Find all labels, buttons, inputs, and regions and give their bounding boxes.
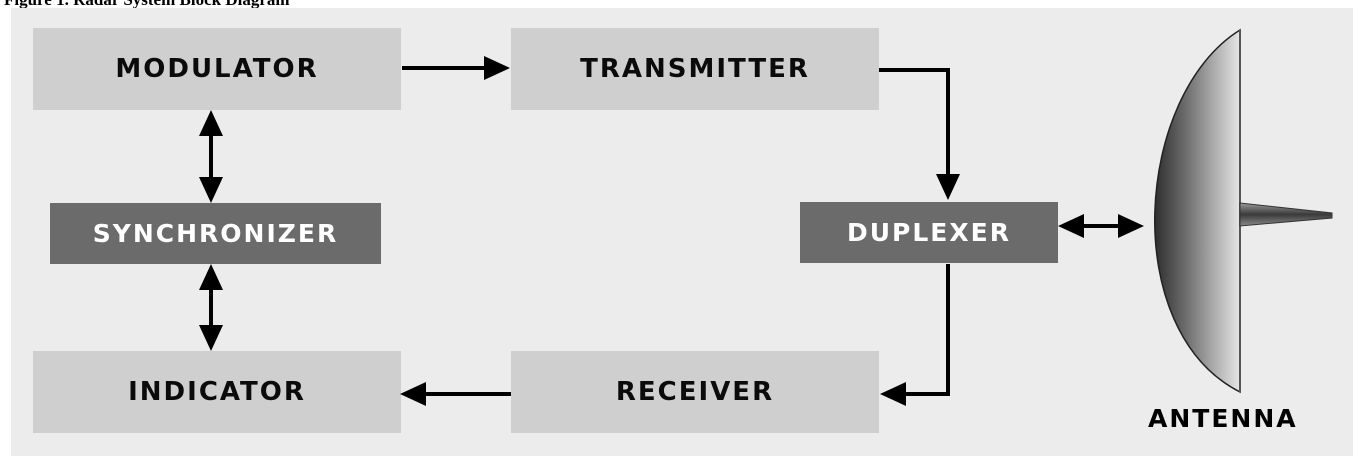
arrow-transmitter-to-duplexer <box>879 68 960 200</box>
arrow-duplexer-antenna <box>1058 214 1144 238</box>
arrow-modulator-to-transmitter <box>402 56 510 80</box>
arrow-synchronizer-indicator <box>199 264 223 351</box>
duplexer-block: DUPLEXER <box>800 202 1058 263</box>
synchronizer-block: SYNCHRONIZER <box>50 203 381 264</box>
indicator-block: INDICATOR <box>33 351 401 433</box>
arrow-modulator-synchronizer <box>199 110 223 203</box>
transmitter-block: TRANSMITTER <box>511 28 879 110</box>
receiver-block: RECEIVER <box>511 351 879 433</box>
antenna-dish-icon <box>1154 28 1333 394</box>
figure-caption: Figure 1. Radar System Block Diagram <box>4 0 290 9</box>
arrow-receiver-to-indicator <box>400 382 511 406</box>
antenna-label: ANTENNA <box>1148 404 1298 433</box>
modulator-block: MODULATOR <box>33 28 401 110</box>
arrow-duplexer-to-receiver <box>880 264 950 406</box>
